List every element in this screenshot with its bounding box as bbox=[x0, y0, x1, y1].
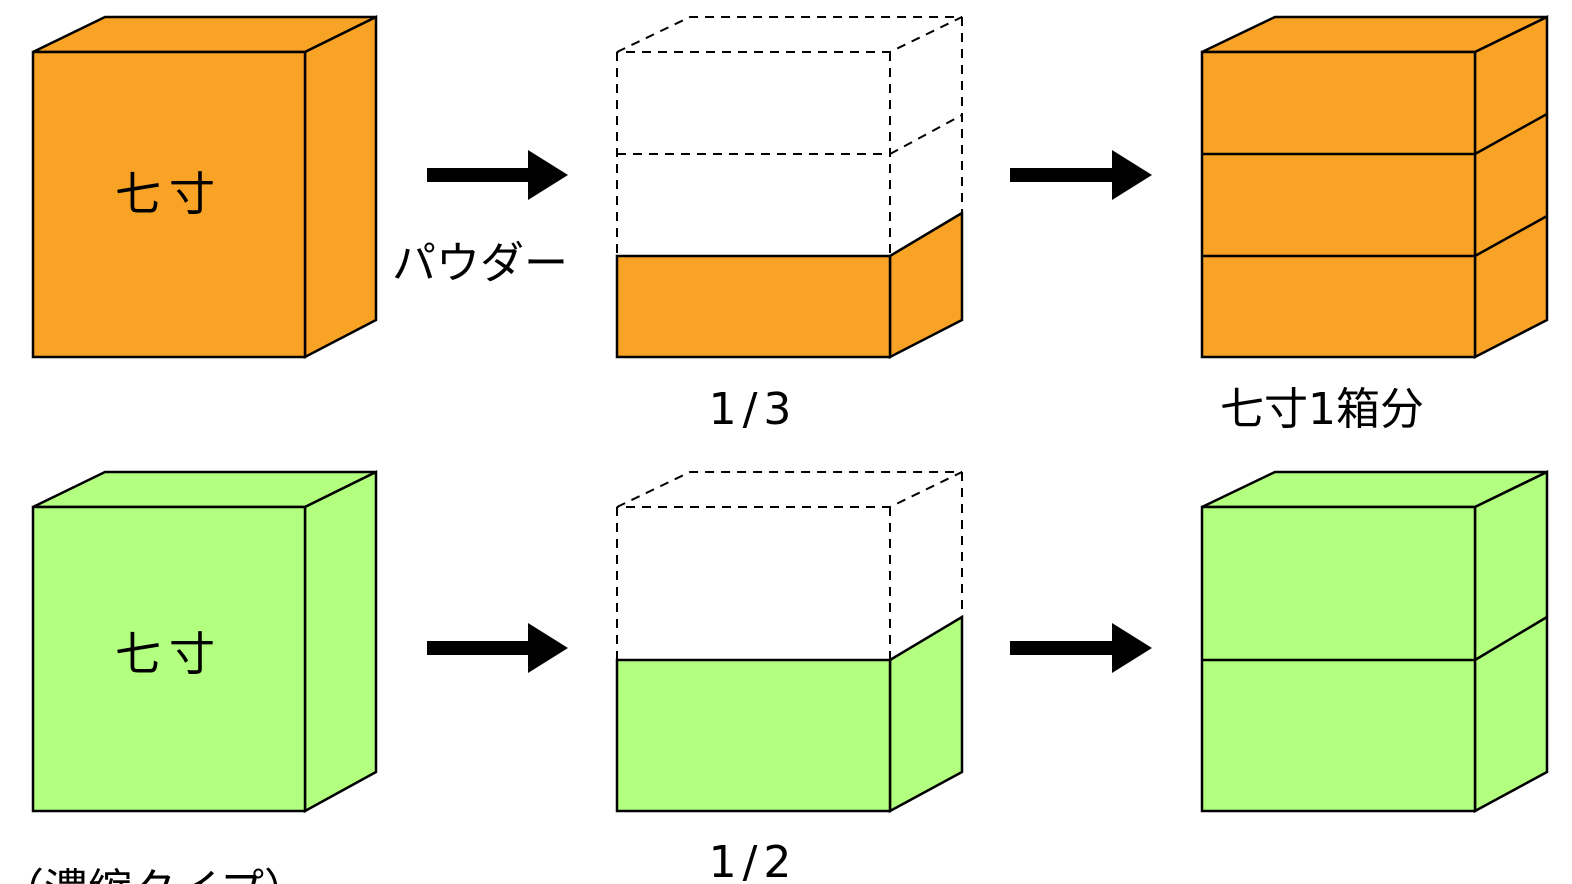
top-partial-fill-front bbox=[615, 254, 892, 359]
top-result-side bbox=[1473, 15, 1549, 360]
top-fraction-label: 1/3 bbox=[709, 384, 798, 435]
bottom-source-cube: 七寸 bbox=[31, 469, 378, 814]
top-arrow-label: パウダー bbox=[392, 238, 568, 289]
top-result-side-divider-1 bbox=[1474, 112, 1548, 156]
bottom-result-side-divider-1 bbox=[1474, 615, 1548, 662]
top-result-side-divider-2 bbox=[1474, 214, 1548, 258]
bottom-partial-cube bbox=[615, 471, 964, 814]
top-arrow-1 bbox=[427, 150, 568, 200]
bottom-result-stack bbox=[1200, 470, 1549, 814]
top-source-cube-side bbox=[303, 14, 378, 360]
bottom-source-cube-side bbox=[303, 469, 378, 814]
bottom-result-side bbox=[1473, 470, 1549, 814]
top-source-cube-front bbox=[31, 50, 307, 359]
top-arrow-2 bbox=[1010, 150, 1152, 200]
bottom-partial-fill-side bbox=[888, 614, 964, 814]
top-result-label: 七寸1箱分 bbox=[1220, 384, 1424, 435]
top-source-cube-label: 七寸 bbox=[115, 167, 223, 221]
top-source-cube: 七寸 bbox=[31, 14, 378, 360]
bottom-partial-fill-front bbox=[615, 658, 892, 813]
top-result-stack bbox=[1200, 15, 1549, 360]
bottom-fraction-label: 1/2 bbox=[709, 837, 798, 884]
bottom-arrow-2 bbox=[1010, 623, 1152, 673]
top-partial-cube bbox=[615, 16, 964, 360]
bottom-arrow-1 bbox=[427, 623, 568, 673]
bottom-source-cube-label: 七寸 bbox=[115, 627, 223, 681]
top-result-front bbox=[1200, 50, 1477, 359]
bottom-source-cube-front bbox=[31, 505, 307, 813]
top-partial-fill-side bbox=[888, 210, 964, 360]
bottom-left-caption: （濃縮タイプ） bbox=[0, 865, 308, 884]
